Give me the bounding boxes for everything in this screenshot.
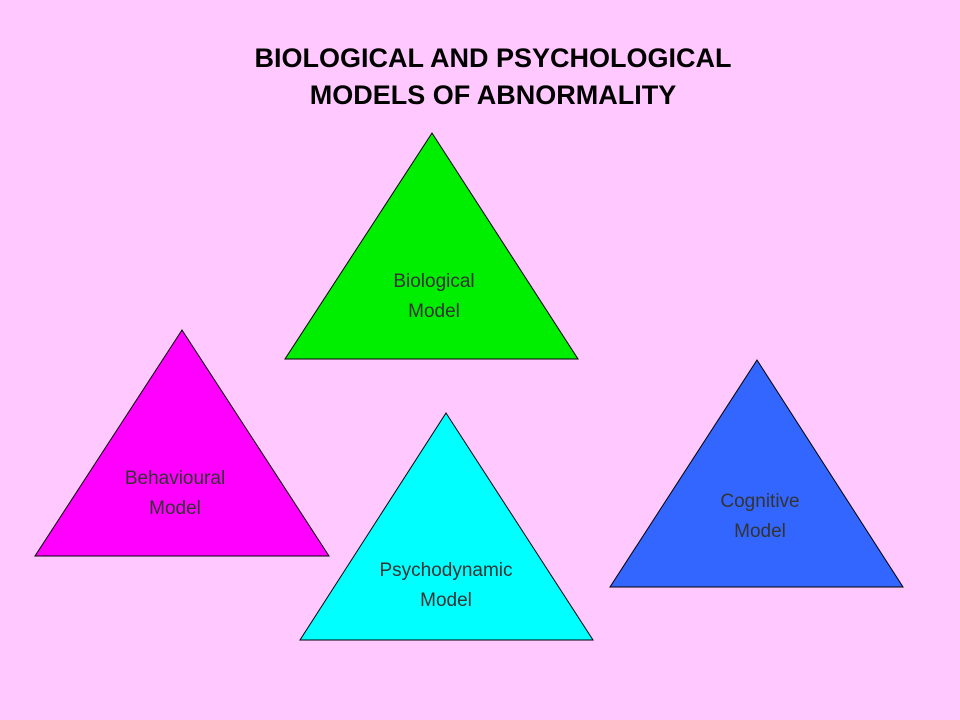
cognitive-model-triangle: [609, 359, 904, 588]
title-line-1: BIOLOGICAL AND PSYCHOLOGICAL: [254, 43, 732, 73]
behavioural-model-label-line-1: Behavioural: [125, 468, 225, 489]
biological-model-triangle: [284, 132, 579, 360]
behavioural-model-label-line-2: Model: [149, 498, 201, 519]
psychodynamic-model-label-line-1: Psychodynamic: [379, 560, 512, 581]
psychodynamic-model-label-line-2: Model: [420, 590, 472, 611]
slide-title: BIOLOGICAL AND PSYCHOLOGICAL MODELS OF A…: [0, 40, 960, 114]
behavioural-model-triangle: [34, 329, 330, 557]
biological-model-node: Biological Model: [284, 132, 579, 360]
cognitive-model-label-line-1: Cognitive: [720, 491, 799, 512]
biological-model-label-line-2: Model: [408, 301, 460, 322]
psychodynamic-model-node: Psychodynamic Model: [299, 412, 594, 641]
behavioural-model-node: Behavioural Model: [34, 329, 330, 557]
title-line-2: MODELS OF ABNORMALITY: [309, 80, 677, 110]
cognitive-model-node: Cognitive Model: [609, 359, 904, 588]
biological-model-label-line-1: Biological: [393, 271, 474, 292]
cognitive-model-label-line-2: Model: [734, 521, 786, 542]
psychodynamic-model-triangle: [299, 412, 594, 641]
